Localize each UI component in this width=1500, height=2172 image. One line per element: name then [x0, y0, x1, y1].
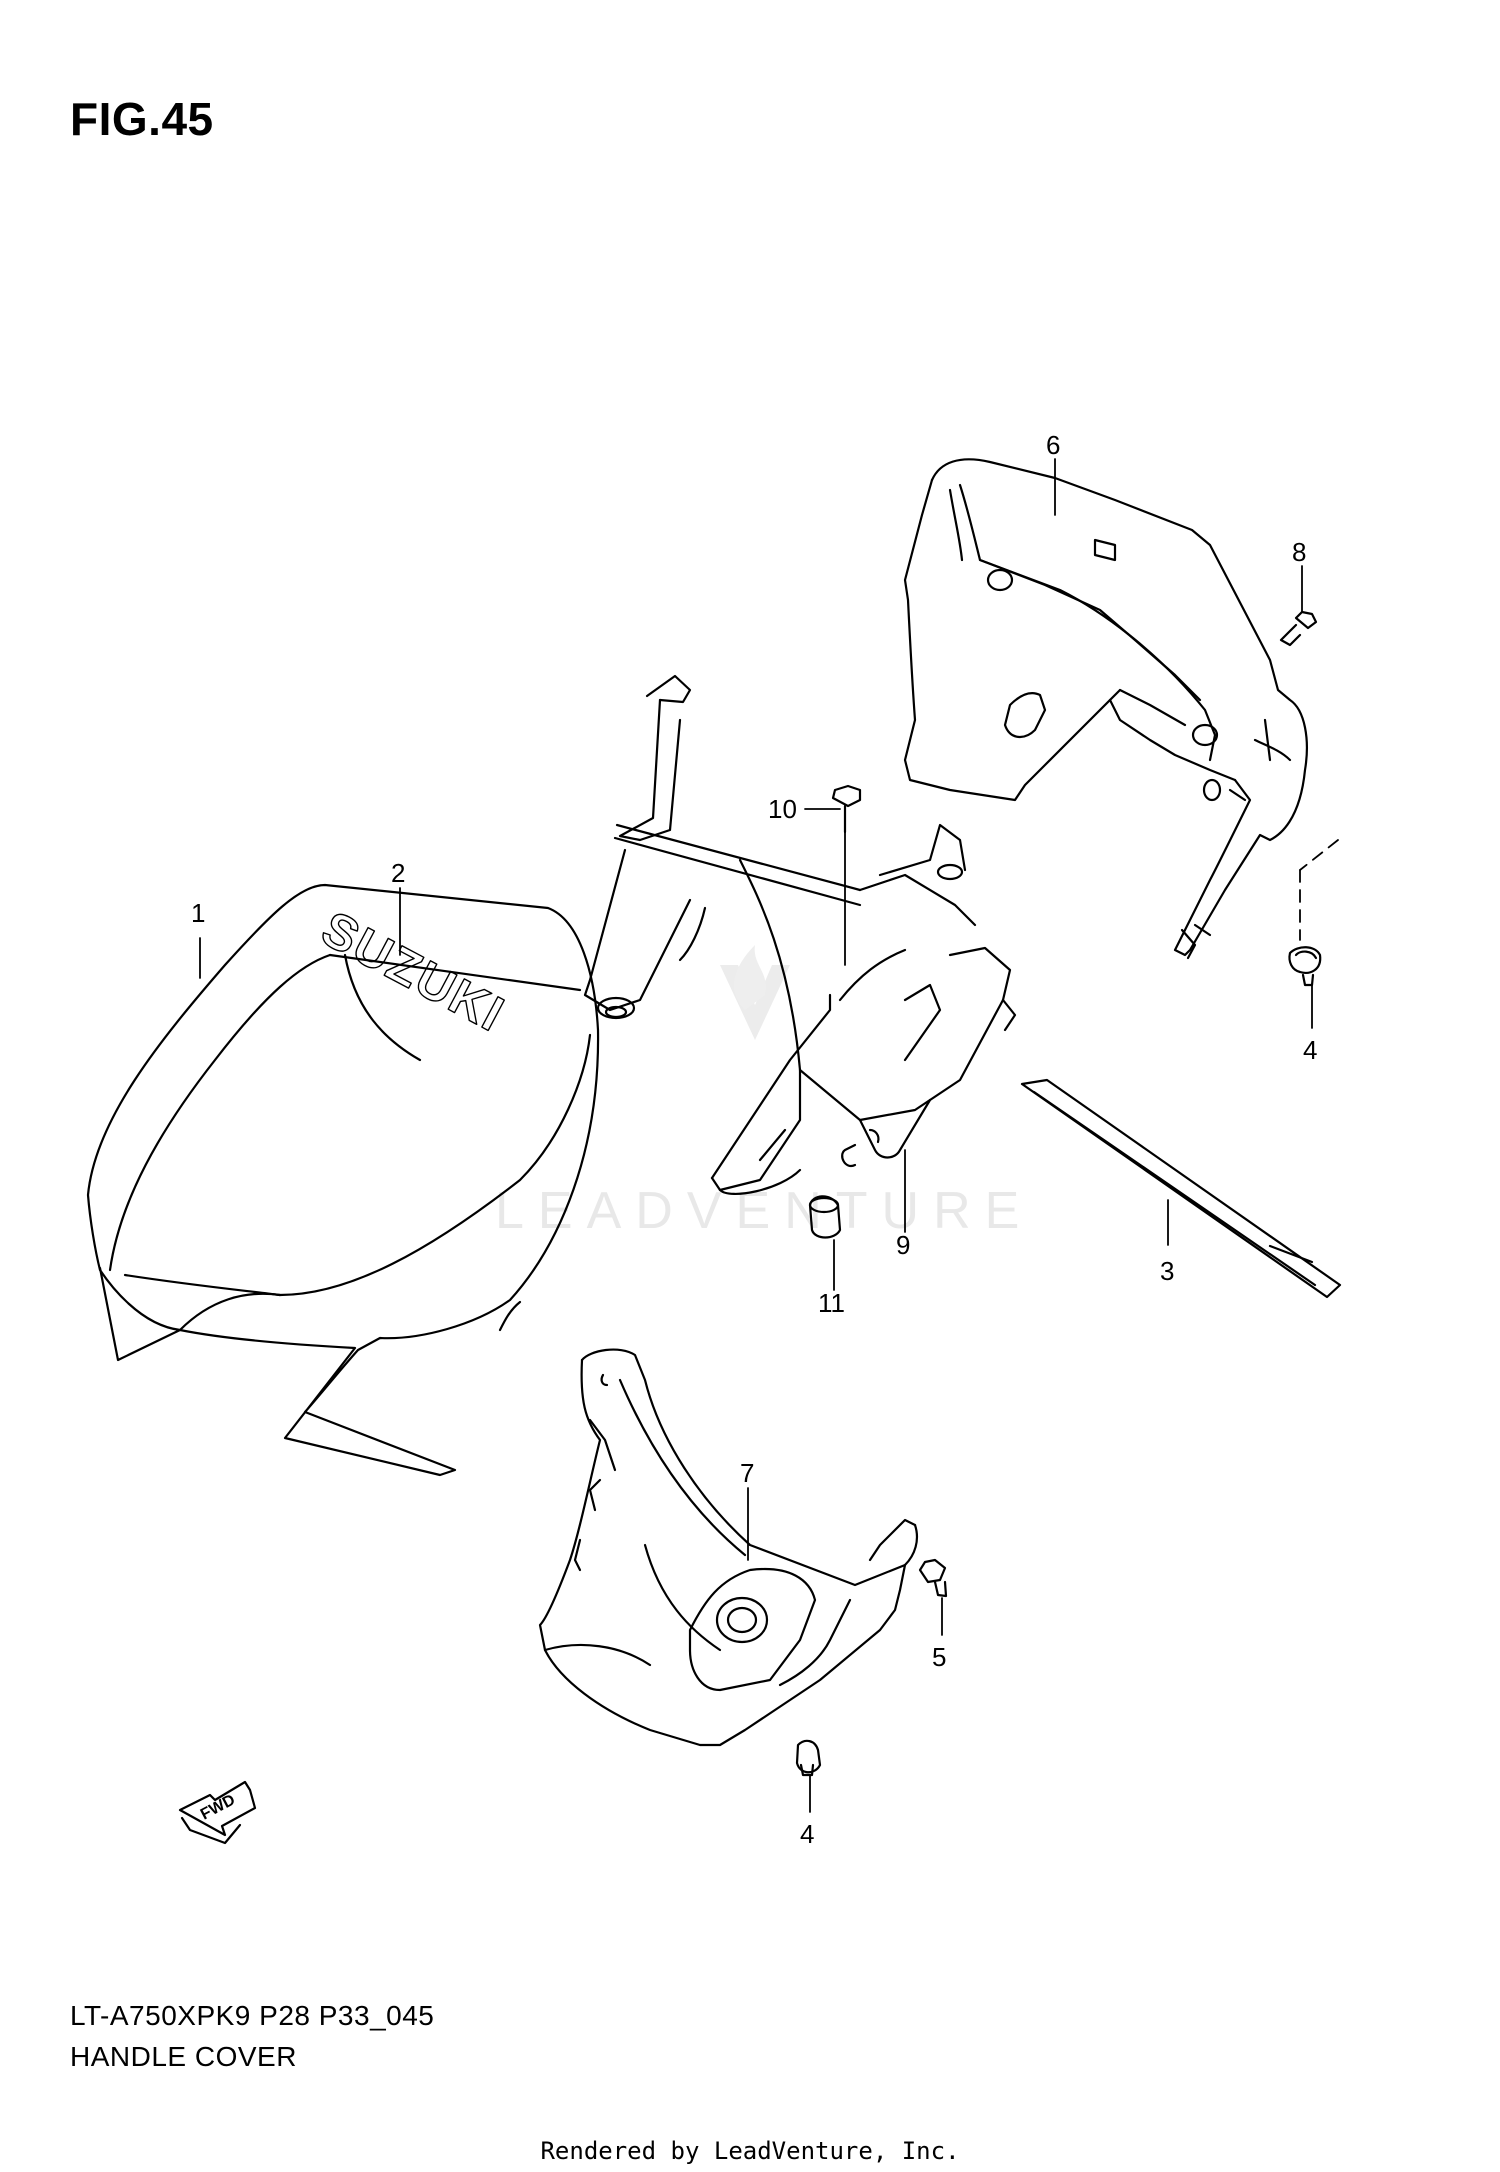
callout-1: 1 [191, 898, 205, 928]
part-11-collar [808, 1195, 842, 1239]
callout-9: 9 [896, 1230, 910, 1260]
figure-title: FIG.45 [70, 93, 214, 145]
part-4-rivet-upper [1288, 946, 1322, 987]
part-7-under-cover [538, 1348, 919, 1747]
part-3-seal [1020, 1078, 1342, 1299]
part-10-bolt [831, 784, 862, 834]
callout-4-upper: 4 [1303, 1035, 1317, 1065]
callout-3: 3 [1160, 1256, 1174, 1286]
part-1-handle-cover-front: SUZUKI [86, 883, 600, 1477]
callout-11: 11 [818, 1288, 845, 1318]
cover-logo: SUZUKI [313, 900, 514, 1042]
part-6-handle-cover-rear [903, 458, 1308, 960]
callout-6: 6 [1046, 430, 1060, 460]
diagram-name: HANDLE COVER [70, 2041, 297, 2072]
part-9-bracket [583, 674, 1017, 1195]
callout-leaders [199, 458, 1339, 1813]
model-code: LT-A750XPK9 P28 P33_045 [70, 2000, 435, 2031]
callout-8: 8 [1292, 537, 1306, 567]
callout-4-lower: 4 [800, 1819, 814, 1849]
callout-7: 7 [740, 1458, 754, 1488]
callout-5: 5 [932, 1642, 946, 1672]
callout-numbers: 1 2 3 4 4 5 6 7 8 9 10 11 [191, 430, 1317, 1849]
callout-2: 2 [391, 858, 405, 888]
render-credit: Rendered by LeadVenture, Inc. [540, 2137, 960, 2165]
part-5-rivet [918, 1558, 948, 1598]
watermark-text: LEADVENTURE [495, 1182, 1033, 1240]
part-8-clip [1279, 610, 1318, 647]
callout-10: 10 [768, 794, 797, 824]
forward-arrow: FWD [178, 1780, 257, 1845]
part-4-rivet-lower [795, 1739, 822, 1777]
